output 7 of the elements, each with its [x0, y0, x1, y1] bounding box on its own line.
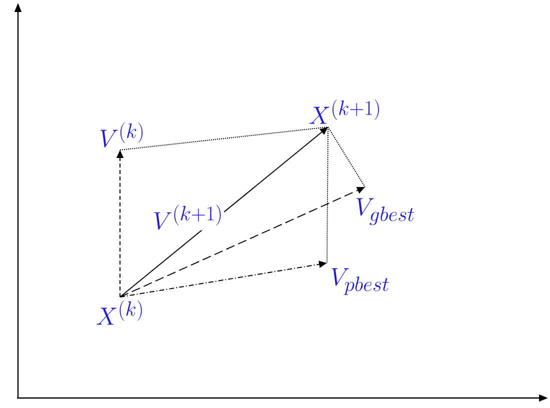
arrow — [120, 127, 328, 298]
vector-label: $V_{pbest}$ — [332, 268, 389, 295]
vector-label: $X^{(k)}$ — [96, 300, 142, 325]
vector-label: $V^{(k)}$ — [100, 122, 143, 148]
vector-label: $X^{(k+1)}$ — [309, 99, 379, 124]
edge-label: $V^{(k+1)}$ — [152, 204, 224, 230]
vector-label: $V_{gbest}$ — [356, 198, 414, 226]
